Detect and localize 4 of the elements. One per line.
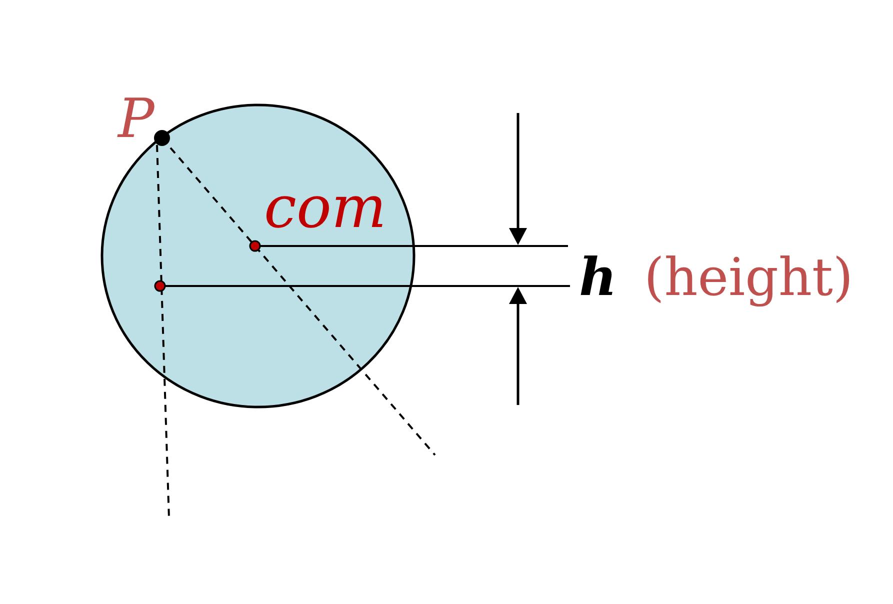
height-symbol: h	[579, 252, 617, 304]
center-of-mass-label: com	[264, 178, 386, 236]
point-label: P	[118, 92, 154, 146]
height-label: (height)	[644, 252, 854, 304]
